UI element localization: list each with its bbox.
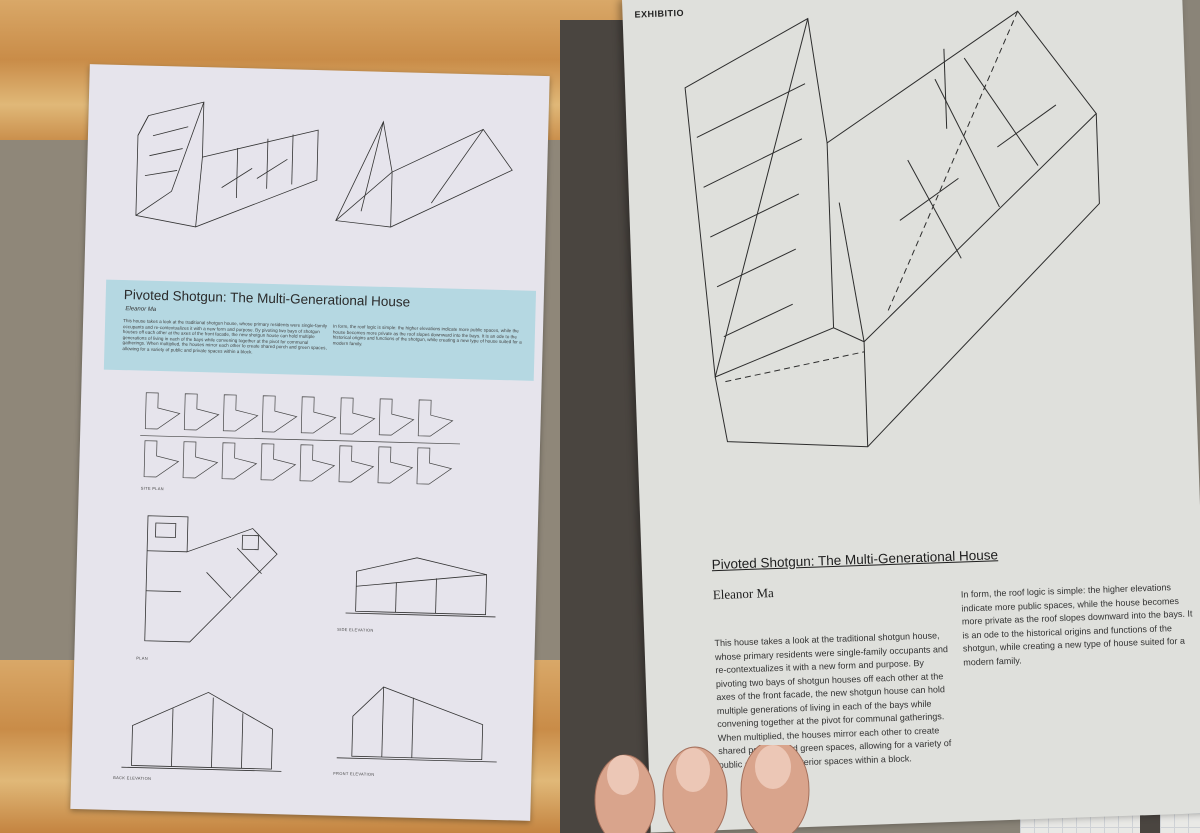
side-elevation-label: SIDE ELEVATION — [337, 626, 374, 633]
floor-plan-drawing — [144, 515, 278, 643]
site-plan-unit — [338, 445, 375, 483]
plan-label: PLAN — [136, 655, 149, 661]
site-plan-unit — [182, 441, 219, 479]
site-plan-drawing — [140, 392, 461, 485]
back-elevation-label: BACK ELEVATION — [113, 774, 152, 781]
site-plan-unit — [144, 392, 181, 430]
right-page-paragraph-2: In form, the roof logic is simple: the h… — [960, 582, 1193, 667]
site-plan-unit — [222, 394, 259, 432]
isometric-house-drawing — [684, 10, 1100, 448]
site-plan-unit — [339, 397, 376, 435]
right-page: EXHIBITIO — [622, 0, 1200, 833]
site-plan-unit — [221, 442, 258, 480]
site-plan-unit — [417, 399, 454, 437]
site-plan-unit — [300, 396, 337, 434]
right-page-title: Pivoted Shotgun: The Multi-Generational … — [711, 547, 999, 573]
isometric-roof-drawing — [335, 120, 513, 228]
site-plan-unit — [143, 440, 180, 478]
left-page-paragraph-1: This house takes a look at the tradition… — [122, 318, 328, 355]
site-plan-unit — [299, 444, 336, 482]
site-plan-unit — [416, 447, 453, 485]
left-page: Pivoted Shotgun: The Multi-Generational … — [70, 64, 550, 821]
right-page-author: Eleanor Ma — [712, 585, 775, 603]
side-elevation-drawing — [345, 557, 496, 618]
site-plan-unit — [378, 398, 415, 436]
site-plan-unit — [261, 395, 298, 433]
site-plan-label: SITE PLAN — [140, 485, 164, 492]
back-elevation-drawing — [121, 691, 282, 772]
site-plan-unit — [260, 443, 297, 481]
isometric-drawing-small — [135, 101, 319, 228]
left-page-author: Eleanor Ma — [125, 306, 157, 313]
hand-fingers — [594, 745, 810, 833]
front-elevation-drawing — [336, 686, 497, 763]
site-plan-unit — [183, 393, 220, 431]
site-plan-unit — [377, 446, 414, 484]
front-elevation-label: FRONT ELEVATION — [333, 770, 375, 777]
